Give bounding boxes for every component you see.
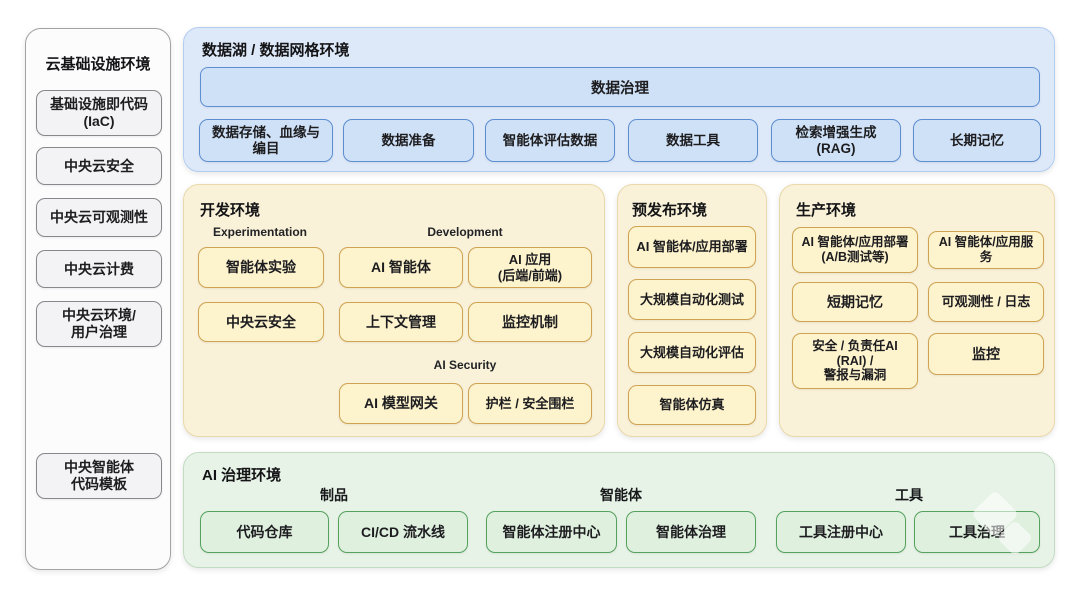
cloud-infrastructure-panel: 云基础设施环境 基础设施即代码 (IaC) 中央云安全 中央云可观测性 中央云计…	[25, 28, 171, 570]
artifacts-group-label: 制品	[320, 487, 348, 503]
tool-governance-box: 工具治理	[914, 511, 1040, 553]
staging-environment-title: 预发布环境	[632, 202, 708, 219]
central-cloud-billing-box: 中央云计费	[36, 250, 162, 288]
dev-environment-title: 开发环境	[200, 202, 261, 219]
central-agent-code-template-box: 中央智能体 代码模板	[36, 453, 162, 499]
agent-governance-box: 智能体治理	[626, 511, 756, 553]
ai-model-gateway-box: AI 模型网关	[339, 383, 463, 424]
agent-simulation-box: 智能体仿真	[628, 385, 756, 425]
iac-box: 基础设施即代码 (IaC)	[36, 90, 162, 136]
ai-security-label: AI Security	[433, 358, 497, 372]
central-cloud-security-dev-box: 中央云安全	[198, 302, 324, 342]
large-scale-auto-test-box: 大规模自动化测试	[628, 279, 756, 320]
agent-registry-box: 智能体注册中心	[486, 511, 617, 553]
large-scale-auto-eval-box: 大规模自动化评估	[628, 332, 756, 373]
ai-app-box: AI 应用 (后端/前端)	[468, 247, 592, 288]
security-rai-alerts-box: 安全 / 负责任AI (RAI) / 警报与漏洞	[792, 333, 918, 389]
staging-environment-panel: 预发布环境 AI 智能体/应用部署 大规模自动化测试 大规模自动化评估 智能体仿…	[617, 184, 767, 437]
experimentation-label: Experimentation	[212, 225, 308, 239]
data-lake-mesh-title: 数据湖 / 数据网格环境	[202, 42, 350, 59]
agent-app-deploy-ab-box: AI 智能体/应用部署 (A/B测试等)	[792, 227, 918, 273]
rag-box: 检索增强生成 (RAG)	[771, 119, 901, 162]
cloud-infrastructure-title: 云基础设施环境	[45, 56, 151, 73]
development-label: Development	[427, 225, 503, 239]
dev-environment-panel: 开发环境 Experimentation Development 智能体实验 A…	[183, 184, 605, 437]
observability-logs-box: 可观测性 / 日志	[928, 282, 1044, 322]
data-storage-lineage-catalog-box: 数据存储、血缘与 编目	[199, 119, 333, 162]
data-tools-box: 数据工具	[628, 119, 758, 162]
cloud-env-user-governance-box: 中央云环境/ 用户治理	[36, 301, 162, 347]
ai-governance-panel: AI 治理环境 制品 智能体 工具 代码仓库 CI/CD 流水线 智能体注册中心…	[183, 452, 1055, 568]
ai-governance-title: AI 治理环境	[202, 467, 282, 484]
context-management-box: 上下文管理	[339, 302, 463, 342]
agents-group-label: 智能体	[600, 487, 642, 503]
data-lake-mesh-panel: 数据湖 / 数据网格环境 数据治理 数据存储、血缘与 编目 数据准备 智能体评估…	[183, 27, 1055, 172]
guardrails-box: 护栏 / 安全围栏	[468, 383, 592, 424]
cicd-pipeline-box: CI/CD 流水线	[338, 511, 468, 553]
monitoring-mechanism-box: 监控机制	[468, 302, 592, 342]
production-environment-title: 生产环境	[796, 202, 857, 219]
agent-experiment-box: 智能体实验	[198, 247, 324, 288]
long-term-memory-box: 长期记忆	[913, 119, 1041, 162]
tools-group-label: 工具	[895, 487, 923, 503]
agent-eval-data-box: 智能体评估数据	[485, 119, 615, 162]
central-cloud-security-box: 中央云安全	[36, 147, 162, 185]
short-term-memory-box: 短期记忆	[792, 282, 918, 322]
agent-app-service-box: AI 智能体/应用服务	[928, 231, 1044, 269]
monitoring-box: 监控	[928, 333, 1044, 375]
production-environment-panel: 生产环境 AI 智能体/应用部署 (A/B测试等) AI 智能体/应用服务 短期…	[779, 184, 1055, 437]
data-prep-box: 数据准备	[343, 119, 474, 162]
central-cloud-observability-box: 中央云可观测性	[36, 198, 162, 237]
tool-registry-box: 工具注册中心	[776, 511, 906, 553]
agent-app-deploy-box: AI 智能体/应用部署	[628, 226, 756, 268]
ai-agent-box: AI 智能体	[339, 247, 463, 288]
code-repo-box: 代码仓库	[200, 511, 329, 553]
data-governance-bar: 数据治理	[200, 67, 1040, 107]
